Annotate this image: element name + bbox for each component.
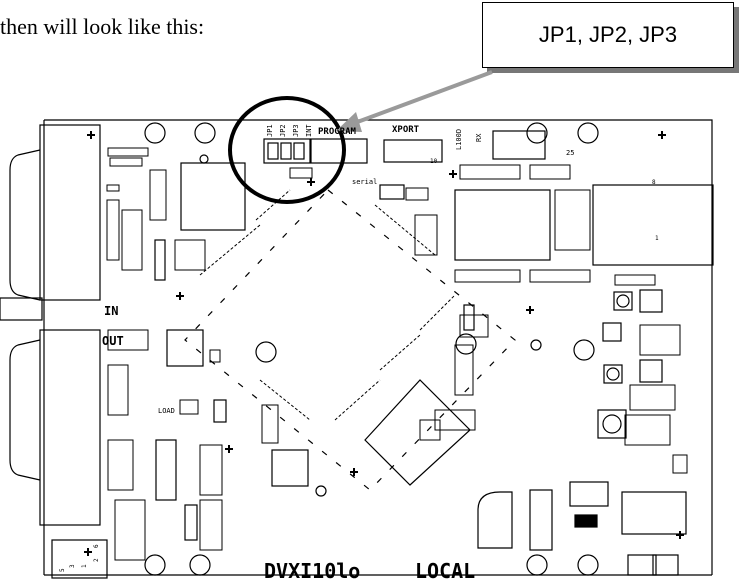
- connector-in: [39, 124, 101, 301]
- out-label: OUT: [102, 334, 124, 348]
- main-chip-outline: [184, 189, 516, 491]
- callout-arrow: [351, 70, 493, 126]
- jp3-label: JP3: [292, 124, 300, 137]
- board-outline: [43, 119, 713, 576]
- connector-in-shell: [9, 149, 41, 301]
- conn-6-label: 6: [93, 544, 100, 548]
- serial-label: serial: [352, 178, 377, 186]
- rx-label: RX: [475, 133, 483, 142]
- conn-3-label: 3: [69, 564, 76, 568]
- conn-2-label: 2: [93, 558, 100, 562]
- int-label: INT: [305, 124, 313, 137]
- program-header: [310, 138, 368, 164]
- highlight-circle: [228, 96, 346, 204]
- callout-label: JP1, JP2, JP3: [538, 22, 678, 47]
- num-25-label: 25: [566, 149, 574, 157]
- board-name-label: DVXI10lo: [264, 559, 360, 581]
- load-label: LOAD: [158, 407, 175, 415]
- intro-text: then will look like this:: [0, 14, 205, 39]
- program-label: PROGRAM: [318, 127, 357, 137]
- connector-out: [39, 329, 101, 526]
- jp1-label: JP1: [266, 124, 274, 137]
- l100d-label: L100D: [455, 129, 463, 150]
- connector-out-shell: [9, 339, 41, 481]
- jp2-label: JP2: [279, 124, 287, 137]
- num-1-label: 1: [655, 235, 659, 242]
- local-label: LOCAL: [415, 559, 475, 581]
- conn-5-label: 5: [59, 568, 66, 572]
- jumper-block: [263, 138, 311, 164]
- num-10-label: 10: [430, 158, 438, 165]
- num-8-label: 8: [652, 179, 656, 186]
- in-label: IN: [104, 304, 118, 318]
- callout-box: JP1, JP2, JP3: [482, 2, 734, 68]
- conn-1-label: 1: [81, 564, 88, 568]
- xport-label: XPORT: [392, 125, 420, 135]
